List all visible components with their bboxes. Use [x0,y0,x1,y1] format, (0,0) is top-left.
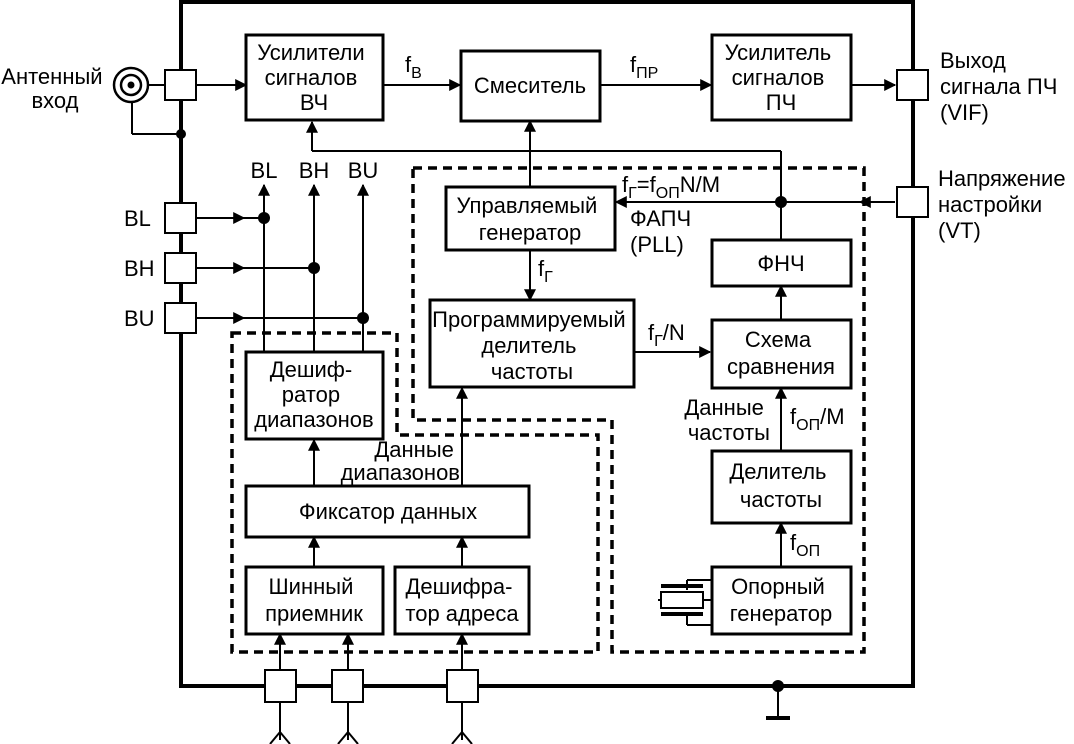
bl-pin [164,202,197,234]
mixer-label: Смеситель [474,73,586,98]
bus-receiver-block [244,565,385,636]
bl-input-label: BL [124,206,151,231]
frequency-data-label: Данные частоты [684,395,770,445]
if-amplifier-label: Усилитель сигналов ПЧ [725,40,838,115]
bus-pin-3 [446,669,479,703]
comparator-block [710,318,853,390]
band-decoder-label: Дешиф- ратор диапазонов [254,357,373,432]
bh-pin [164,252,197,284]
bh-output-label: BH [299,158,330,183]
address-decoder-block [393,565,531,636]
vif-output-label: Выход сигнала ПЧ (VIF) [940,48,1063,125]
bus-pin-1 [264,669,297,703]
antenna-connector-icon [112,66,150,104]
tuning-voltage-label: Напряжение настройки (VT) [938,166,1072,243]
bus-receiver-label: Шинный приемник [265,574,363,626]
if-amplifier-block [710,33,853,122]
reference-divider-label: Делитель частоты [729,459,832,512]
programmable-divider-block [428,298,636,389]
bh-input-label: BH [124,256,155,281]
data-latch-label: Фиксатор данных [299,499,477,524]
bu-output-label: BU [348,158,379,183]
control-dashed-region [230,331,600,654]
vif-pin [896,69,929,101]
rf-amplifier-block [244,33,385,122]
fpr-label: fПР [630,52,658,82]
fg-label: fГ [538,256,553,286]
pll-dashed-region [411,166,866,654]
bu-input-label: BU [124,306,155,331]
antenna-pin [164,69,197,101]
band-decoder-block [244,350,385,441]
reference-divider-block [710,449,853,525]
fb-label: fB [405,52,422,82]
data-latch-block [244,484,531,539]
antenna-label: Антенный вход [1,64,108,113]
comparator-label: Схема сравнения [727,327,835,379]
fop-label: fОП [790,530,820,560]
vt-pin [896,186,929,218]
bus-pin-2 [331,669,364,703]
fg-over-n-label: fГ/N [648,320,685,350]
fop-over-m-label: fОП/M [790,404,845,434]
bl-output-label: BL [251,158,278,183]
vco-block [444,185,617,252]
programmable-divider-label: Программируемый делитель частоты [432,307,632,384]
reference-oscillator-block [710,565,853,636]
lpf-block [710,238,853,288]
address-decoder-label: Дешифра- тор адреса [405,574,519,626]
vco-label: Управляемый генератор [457,193,604,245]
pll-label: ФАПЧ (PLL) [630,206,697,257]
bu-pin [164,302,197,334]
rf-amplifier-label: Усилители сигналов ВЧ [257,40,371,115]
fg-equation-label: fГ=fОПN/M [622,172,720,202]
band-data-label: Данные диапазонов [341,437,460,485]
lpf-label: ФНЧ [757,251,804,276]
module-frame [179,0,915,688]
mixer-block [459,49,602,123]
reference-oscillator-label: Опорный генератор [730,574,832,626]
